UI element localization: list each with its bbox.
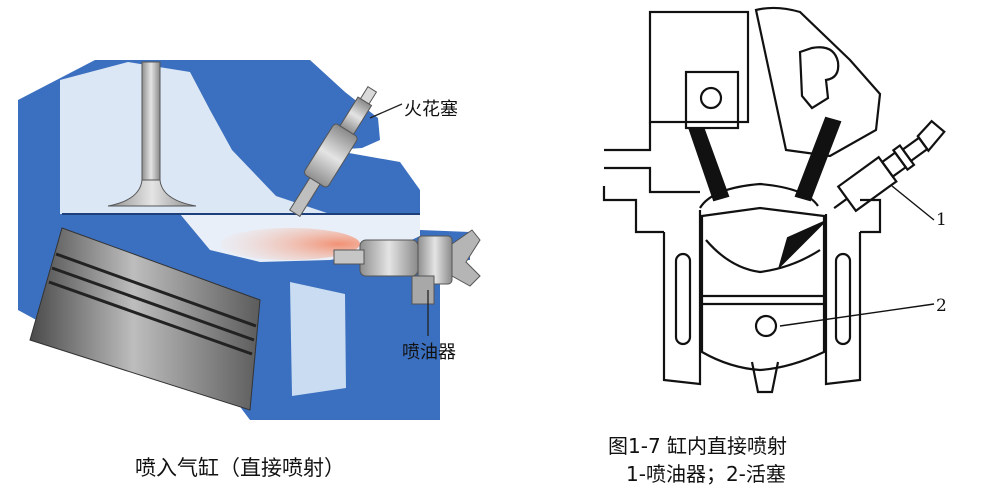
camshaft-housing-right [756, 8, 880, 156]
piston-pin [756, 316, 776, 336]
valve-stem [142, 62, 160, 200]
cylinder-head-outline [604, 122, 700, 232]
right-caption-title: 图1-7 缸内直接喷射 [608, 430, 787, 459]
rocker-pivot-left [701, 88, 721, 108]
cylinder-wall-left [664, 210, 700, 384]
piston-bowl [706, 240, 820, 272]
camshaft-block-left [650, 12, 748, 122]
cylinder-wall-right [826, 214, 860, 384]
coolant-slot-right [836, 254, 850, 344]
injector-body [825, 117, 951, 220]
callout-1-number: 1 [936, 210, 947, 230]
spark-plug-label: 火花塞 [404, 95, 458, 121]
intake-valve [690, 130, 728, 200]
coolant-passage [290, 282, 346, 396]
rocker-right [800, 47, 838, 108]
coolant-slot-left [676, 254, 690, 344]
callout-2-number: 2 [936, 296, 947, 316]
exhaust-valve [796, 118, 840, 200]
right-line-drawing [604, 8, 951, 392]
right-caption-legend: 1-喷油器；2-活塞 [626, 458, 786, 487]
callout-2-leader [780, 304, 934, 326]
callout-1-leader [892, 186, 934, 220]
injector-label: 喷油器 [402, 338, 456, 364]
connecting-rod [752, 362, 778, 392]
left-caption: 喷入气缸（直接喷射） [60, 452, 420, 482]
rocker-left [686, 72, 738, 128]
spark-plug-leader [370, 104, 402, 118]
